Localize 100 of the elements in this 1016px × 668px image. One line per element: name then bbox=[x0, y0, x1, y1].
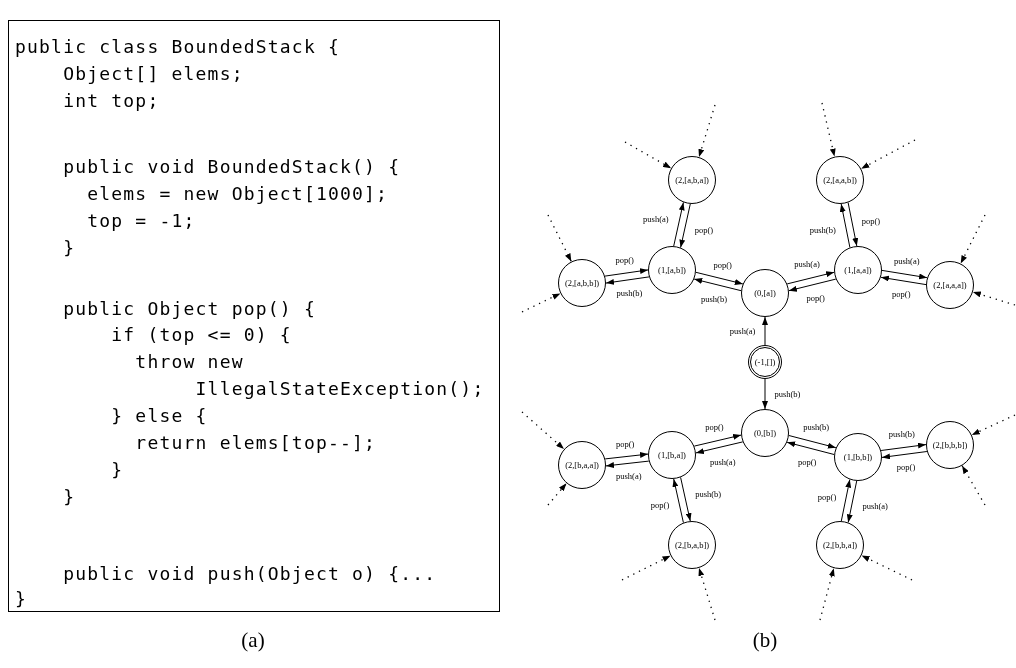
code-line: public Object pop() { bbox=[62, 298, 316, 320]
edge-label: pop() bbox=[693, 224, 715, 235]
edge-label: pop() bbox=[796, 457, 818, 467]
arrow bbox=[695, 271, 744, 285]
arrow bbox=[971, 414, 1016, 436]
edge-label: push(a) bbox=[615, 471, 643, 482]
arrow bbox=[698, 104, 716, 158]
code-line: throw new bbox=[134, 351, 244, 373]
code-line: } bbox=[62, 486, 76, 508]
panel-caption: (a) bbox=[241, 628, 265, 653]
code-line: public class BoundedStack { bbox=[15, 36, 340, 58]
edge-label: pop() bbox=[615, 439, 636, 450]
arrow bbox=[847, 202, 859, 247]
edge-label: pop() bbox=[649, 499, 671, 510]
state-circle: (0,[a]) bbox=[741, 269, 789, 317]
state-circle: (1,[b,a]) bbox=[648, 431, 696, 479]
code-line: } bbox=[62, 237, 76, 259]
arrow bbox=[547, 214, 572, 263]
arrow bbox=[819, 567, 835, 621]
edge-label: pop() bbox=[895, 462, 917, 472]
edge-label: pop() bbox=[805, 293, 826, 304]
arrow bbox=[521, 292, 562, 313]
state-circle: (2,[b,b,b]) bbox=[926, 421, 974, 469]
start-state-circle: (-1,[]) bbox=[748, 345, 782, 379]
arrow bbox=[762, 316, 768, 346]
state-circle: (1,[a,a]) bbox=[834, 246, 882, 294]
arrow bbox=[881, 269, 928, 280]
arrow bbox=[786, 271, 835, 285]
edge-label: push(b) bbox=[694, 489, 723, 500]
state-circle: (1,[b,b]) bbox=[834, 433, 882, 481]
panel-caption: (b) bbox=[752, 628, 778, 653]
edge-label: push(b) bbox=[700, 294, 729, 305]
code-line: if (top <= 0) { bbox=[110, 324, 292, 346]
arrow bbox=[960, 214, 986, 265]
edge-label: push(a) bbox=[642, 214, 670, 225]
arrow bbox=[821, 102, 836, 158]
edge-label: pop() bbox=[712, 259, 733, 270]
code-line: IllegalStateException(); bbox=[194, 378, 485, 400]
code-line: } bbox=[110, 459, 124, 481]
state-circle: (2,[b,b,a]) bbox=[816, 521, 864, 569]
code-line: top = -1; bbox=[86, 210, 196, 232]
edge-label: pop() bbox=[704, 422, 725, 433]
edge-label: push(a) bbox=[893, 255, 921, 266]
arrow bbox=[788, 435, 837, 449]
arrow bbox=[547, 482, 568, 506]
code-line: elems = new Object[1000]; bbox=[86, 183, 389, 205]
code-line: public void BoundedStack() { bbox=[62, 156, 401, 178]
code-line: Object[] elems; bbox=[62, 63, 244, 85]
state-circle: (2,[b,a,b]) bbox=[668, 521, 716, 569]
state-circle: (2,[a,a,b]) bbox=[816, 156, 864, 204]
arrow bbox=[762, 378, 768, 410]
state-circle: (2,[b,a,a]) bbox=[558, 441, 606, 489]
edge-label: push(a) bbox=[728, 326, 757, 336]
edge-label: pop() bbox=[860, 215, 882, 226]
arrow bbox=[679, 203, 691, 249]
arrow bbox=[788, 278, 837, 292]
arrow bbox=[881, 451, 928, 460]
arrow bbox=[624, 141, 672, 169]
arrow bbox=[695, 441, 744, 454]
edge-label: pop() bbox=[614, 255, 635, 266]
state-circle: (1,[a,b]) bbox=[648, 246, 696, 294]
edge-label: push(b) bbox=[802, 421, 831, 432]
arrow bbox=[839, 203, 851, 248]
state-circle: (2,[a,b,b]) bbox=[558, 259, 606, 307]
code-line: public void push(Object o) {... bbox=[62, 563, 437, 585]
edge-label: push(a) bbox=[793, 258, 821, 269]
arrow bbox=[880, 442, 927, 451]
code-line: int top; bbox=[62, 90, 160, 112]
arrow bbox=[860, 139, 916, 170]
edge-label: push(b) bbox=[615, 288, 644, 299]
arrow bbox=[786, 441, 835, 455]
code-line: } bbox=[15, 588, 28, 610]
edge-label: push(a) bbox=[861, 501, 889, 512]
edge-label: push(b) bbox=[808, 225, 837, 236]
arrow bbox=[605, 460, 650, 468]
state-circle: (2,[a,b,a]) bbox=[668, 156, 716, 204]
code-line: } else { bbox=[110, 405, 208, 427]
state-circle: (0,[b]) bbox=[741, 409, 789, 457]
code-line: return elems[top--]; bbox=[134, 432, 377, 454]
edge-label: push(b) bbox=[887, 429, 916, 440]
arrow bbox=[604, 268, 649, 277]
arrow bbox=[961, 465, 986, 506]
edge-label: push(a) bbox=[708, 456, 737, 467]
arrow bbox=[880, 275, 927, 286]
edge-label: push(b) bbox=[773, 389, 802, 399]
arrow bbox=[693, 434, 742, 447]
arrow bbox=[840, 479, 852, 522]
arrow bbox=[604, 452, 649, 460]
edge-label: pop() bbox=[891, 288, 912, 299]
arrow bbox=[673, 201, 685, 247]
arrow bbox=[672, 478, 684, 524]
code-listing-panel bbox=[8, 20, 500, 612]
arrow bbox=[698, 567, 716, 621]
arrow bbox=[860, 554, 913, 581]
arrow bbox=[521, 411, 565, 450]
edge-label: pop() bbox=[816, 491, 838, 502]
arrow bbox=[846, 480, 858, 523]
arrow bbox=[693, 278, 742, 292]
arrow bbox=[621, 555, 672, 581]
arrow bbox=[605, 276, 650, 285]
